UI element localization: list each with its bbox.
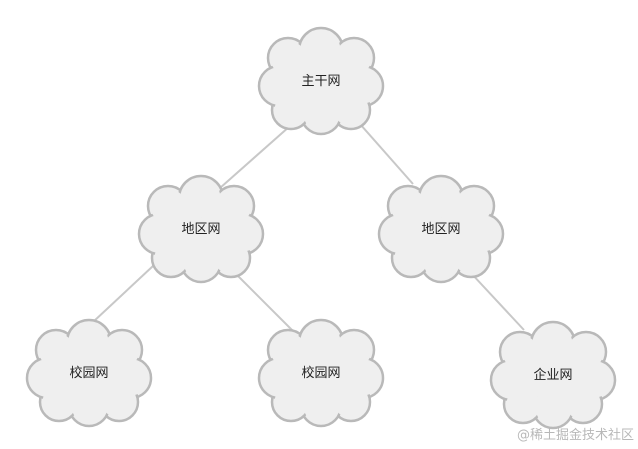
node-region-right: 地区网 bbox=[377, 174, 505, 284]
node-backbone: 主干网 bbox=[257, 26, 385, 136]
edges bbox=[92, 123, 525, 331]
node-campus-middle: 校园网 bbox=[257, 318, 385, 428]
watermark: @稀土掘金技术社区 bbox=[516, 428, 634, 443]
edge-region-left-campus-left bbox=[92, 265, 154, 323]
edge-region-right-enterprise bbox=[469, 271, 525, 331]
node-label: 企业网 bbox=[533, 367, 572, 383]
node-label: 地区网 bbox=[421, 222, 460, 237]
node-campus-left: 校园网 bbox=[25, 318, 153, 428]
node-region-left: 地区网 bbox=[137, 174, 265, 284]
edge-region-left-campus-middle bbox=[233, 271, 293, 331]
node-label: 主干网 bbox=[301, 74, 340, 89]
node-label: 校园网 bbox=[69, 365, 108, 381]
node-label: 校园网 bbox=[301, 365, 340, 381]
edge-backbone-region-right bbox=[359, 123, 414, 185]
node-label: 地区网 bbox=[181, 222, 220, 237]
node-enterprise: 企业网 bbox=[489, 320, 617, 430]
edge-backbone-region-left bbox=[219, 125, 291, 189]
